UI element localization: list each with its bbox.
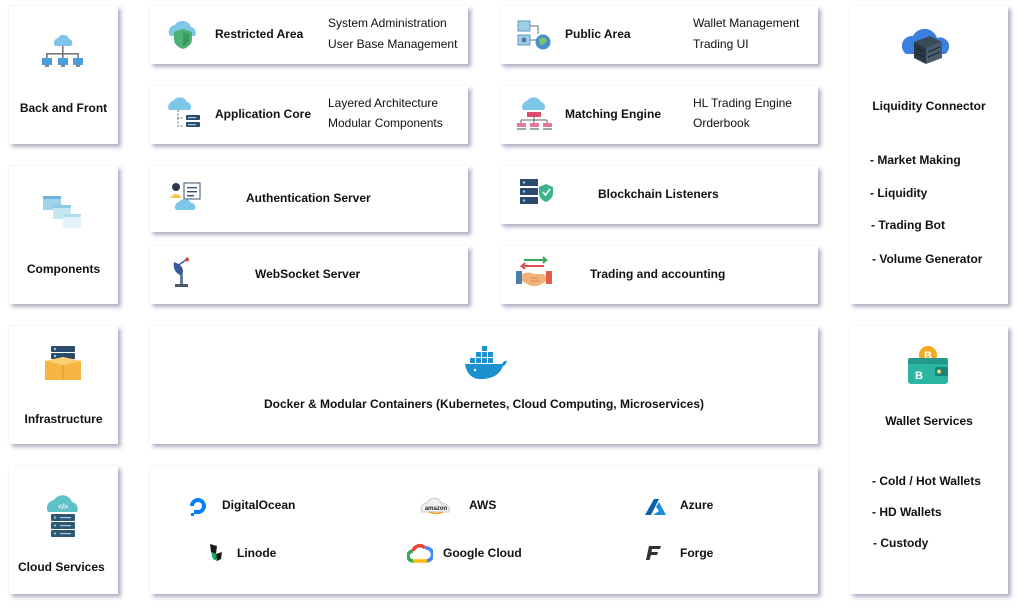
cloud-services-card: </> Cloud Services <box>9 466 118 594</box>
cloud-server-icon: </> <box>46 495 78 537</box>
components-windows-icon <box>43 196 81 228</box>
matching-engine-card: Matching Engine HL Trading Engine Orderb… <box>500 86 818 144</box>
docker-whale-icon <box>465 346 507 380</box>
websocket-server-card: WebSocket Server <box>150 246 468 304</box>
app-core-item-1: Layered Architecture <box>328 96 439 110</box>
forge-icon[interactable] <box>645 544 663 562</box>
wallet-item-2: - HD Wallets <box>872 505 942 519</box>
liquidity-item-2: - Liquidity <box>870 186 928 200</box>
blockchain-listeners-title: Blockchain Listeners <box>598 187 719 201</box>
authentication-server-title: Authentication Server <box>246 191 371 205</box>
public-item-2: Trading UI <box>693 37 749 51</box>
matching-engine-title: Matching Engine <box>565 107 661 121</box>
application-core-card: Application Core Layered Architecture Mo… <box>150 86 468 144</box>
back-and-front-label: Back and Front <box>19 101 108 115</box>
wallet-services-card: B B Wallet Services - Cold / Hot Wallets… <box>850 326 1008 594</box>
svg-text:</>: </> <box>58 504 68 511</box>
public-item-1: Wallet Management <box>693 16 800 30</box>
public-area-title: Public Area <box>565 27 631 41</box>
liquidity-connector-title: Liquidity Connector <box>872 99 986 113</box>
components-label: Components <box>26 262 101 276</box>
restricted-item-2: User Base Management <box>328 37 458 51</box>
svg-text:amazon: amazon <box>425 506 448 512</box>
wallet-services-title: Wallet Services <box>885 414 973 428</box>
user-auth-icon <box>170 182 201 210</box>
infrastructure-label: Infrastructure <box>24 412 103 426</box>
matching-item-1: HL Trading Engine <box>693 96 792 110</box>
server-shield-icon <box>520 179 553 204</box>
restricted-area-card: Restricted Area System Administration Us… <box>150 6 468 64</box>
docker-card: Docker & Modular Containers (Kubernetes,… <box>150 326 818 444</box>
trading-accounting-card: Trading and accounting <box>500 246 818 304</box>
restricted-area-title: Restricted Area <box>215 27 304 41</box>
docker-title: Docker & Modular Containers (Kubernetes,… <box>263 397 705 411</box>
back-and-front-card: Back and Front <box>9 6 118 144</box>
cloud-hierarchy-icon <box>517 97 552 130</box>
google-cloud-icon[interactable] <box>407 543 433 563</box>
infrastructure-card: Infrastructure <box>9 326 118 444</box>
liquidity-item-1: - Market Making <box>870 153 961 167</box>
liquidity-item-4: - Volume Generator <box>872 252 983 266</box>
linode-label[interactable]: Linode <box>237 546 277 560</box>
websocket-server-title: WebSocket Server <box>255 267 361 281</box>
digitalocean-icon[interactable] <box>187 496 209 518</box>
svg-text:B: B <box>915 370 923 382</box>
bitcoin-wallet-icon: B B <box>908 346 948 384</box>
azure-label[interactable]: Azure <box>680 498 714 512</box>
restricted-item-1: System Administration <box>328 16 447 30</box>
liquidity-item-3: - Trading Bot <box>871 218 945 232</box>
liquidity-connector-card: Liquidity Connector - Market Making - Li… <box>850 6 1008 304</box>
trading-accounting-title: Trading and accounting <box>590 267 726 281</box>
handshake-icon <box>516 256 552 287</box>
cloud-user-icon <box>517 20 551 50</box>
aws-icon[interactable]: amazon <box>418 496 454 518</box>
satellite-dish-icon <box>173 257 189 287</box>
forge-label[interactable]: Forge <box>680 546 714 560</box>
digitalocean-label[interactable]: DigitalOcean <box>222 498 296 512</box>
cloud-services-label: Cloud Services <box>18 560 105 574</box>
cloud-providers-card: DigitalOcean amazon AWS Azure Linode Goo… <box>150 466 818 594</box>
linode-icon[interactable] <box>208 543 226 563</box>
app-core-item-2: Modular Components <box>328 116 443 130</box>
application-core-title: Application Core <box>215 107 312 121</box>
cloud-network-icon <box>168 97 200 127</box>
server-box-icon <box>45 346 81 380</box>
network-cloud-icon <box>42 34 83 67</box>
svg-text:B: B <box>924 350 932 362</box>
wallet-item-1: - Cold / Hot Wallets <box>872 474 981 488</box>
cloud-server-stack-icon <box>902 28 950 64</box>
public-area-card: Public Area Wallet Management Trading UI <box>500 6 818 64</box>
azure-icon[interactable] <box>645 498 667 516</box>
google-cloud-label[interactable]: Google Cloud <box>443 546 522 560</box>
cloud-shield-icon <box>168 20 196 49</box>
blockchain-listeners-card: Blockchain Listeners <box>500 166 818 224</box>
matching-item-2: Orderbook <box>693 116 750 130</box>
wallet-item-3: - Custody <box>873 536 929 550</box>
components-card: Components <box>9 166 118 304</box>
authentication-server-card: Authentication Server <box>150 166 468 232</box>
aws-label[interactable]: AWS <box>469 498 497 512</box>
